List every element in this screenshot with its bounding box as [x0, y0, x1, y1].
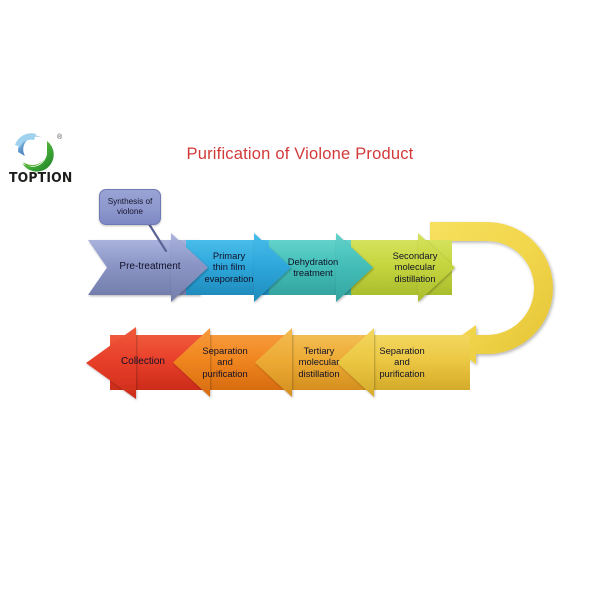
row2-arrowhead-red — [86, 327, 136, 399]
process-loop-arrow — [430, 222, 553, 364]
callout-leader-line — [147, 222, 168, 253]
row1-chevron-2 — [254, 233, 291, 302]
row2-chevron-1 — [337, 328, 374, 397]
row2-step-3-band — [195, 335, 292, 390]
row1-chevrons — [171, 233, 455, 302]
row1-chevron-3 — [336, 233, 373, 302]
row2-chevron-2 — [255, 328, 292, 397]
row1-chevron-1 — [171, 233, 208, 302]
row1-chevron-4 — [418, 233, 455, 302]
row2-step-1-band — [360, 335, 470, 390]
registered-trademark-icon: ® — [57, 134, 63, 141]
row2-chevrons — [86, 327, 374, 399]
logo-container: ® TOPTION — [6, 132, 78, 190]
toption-logo-mark — [15, 133, 54, 172]
synthesis-callout-label: Synthesis of violone — [107, 197, 153, 216]
row2-chevron-3 — [173, 328, 210, 397]
synthesis-callout-box: Synthesis of violone — [99, 189, 161, 225]
page-title: Purification of Violone Product — [186, 145, 414, 163]
row2-step-2-band — [277, 335, 374, 390]
logo-wordmark: TOPTION — [9, 170, 73, 186]
